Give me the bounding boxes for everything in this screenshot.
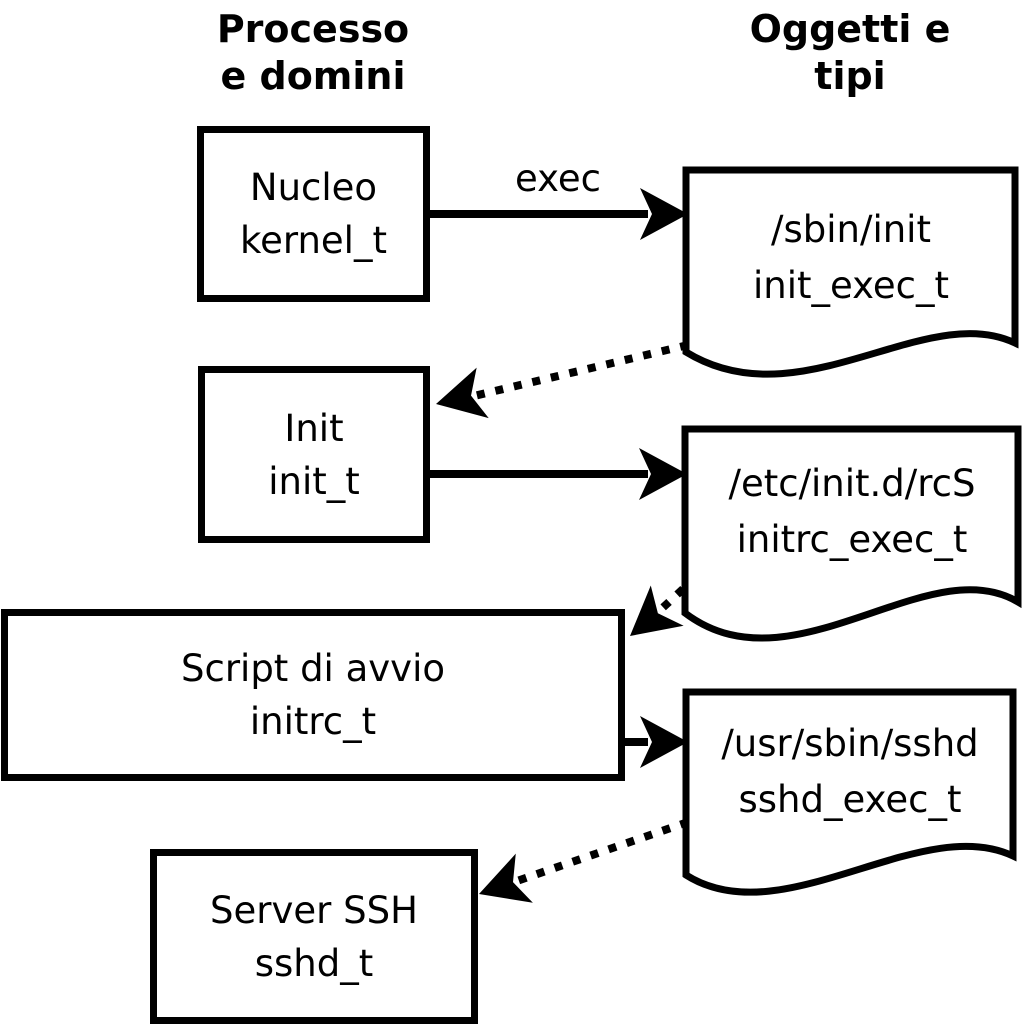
document-shape-usr-sbin-sshd	[682, 688, 1017, 896]
dotted-arrow-initrc-exec-to-initrc-t	[630, 585, 686, 636]
column-header-processes: Processo e domini	[163, 6, 463, 100]
dotted-arrow-init-exec-to-init-t	[436, 341, 689, 419]
exec-arrow-label: exec	[515, 157, 601, 200]
process-box-initrc: Script di avvio initrc_t	[1, 609, 625, 781]
solid-arrow-initrc-to-sshd-exec	[623, 716, 688, 768]
column-header-objects-line2: tipi	[814, 54, 886, 98]
process-name: Script di avvio	[181, 647, 445, 690]
process-domain-type: init_t	[268, 459, 360, 503]
solid-arrow-init-to-initrc-exec	[430, 448, 687, 500]
column-header-objects: Oggetti e tipi	[700, 6, 1000, 100]
column-header-objects-line1: Oggetti e	[749, 7, 951, 51]
dotted-arrow-sshd-exec-to-sshd-t	[479, 818, 690, 903]
process-domain-type: kernel_t	[240, 219, 387, 262]
column-header-processes-line2: e domini	[220, 54, 406, 98]
column-header-processes-line1: Processo	[216, 7, 410, 51]
process-name: Init	[284, 406, 344, 450]
document-shape-etc-initd-rcs	[681, 425, 1022, 642]
process-box-kernel: Nucleo kernel_t	[197, 126, 430, 302]
process-box-init: Init init_t	[198, 366, 430, 543]
document-shape-sbin-init	[682, 166, 1019, 378]
process-name: Nucleo	[249, 166, 378, 209]
process-domain-type: sshd_t	[254, 941, 374, 985]
process-name: Server SSH	[210, 888, 418, 932]
process-domain-type: initrc_t	[249, 700, 377, 743]
solid-arrow-kernel-to-init-exec	[430, 188, 688, 240]
process-box-sshd: Server SSH sshd_t	[150, 849, 478, 1024]
